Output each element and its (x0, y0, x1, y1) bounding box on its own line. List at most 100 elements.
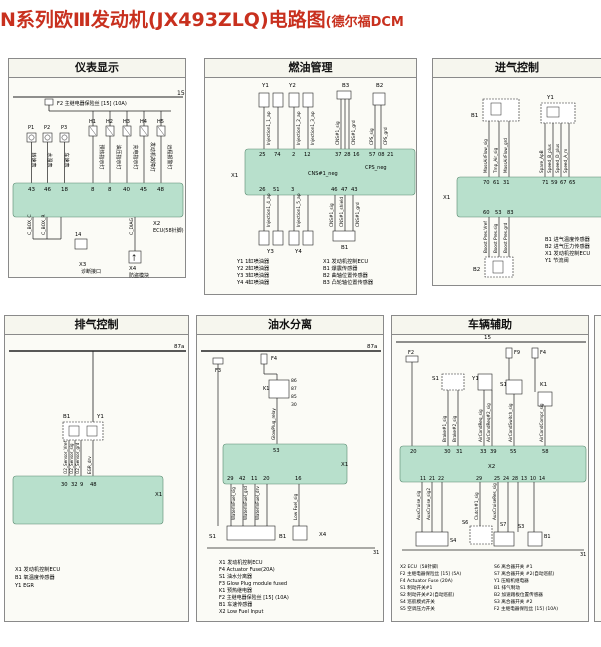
svg-text:充电指示灯: 充电指示灯 (132, 144, 139, 169)
svg-text:WaterInFuel_drv: WaterInFuel_drv (255, 486, 260, 520)
svg-text:74: 74 (274, 152, 281, 158)
svg-text:87: 87 (291, 386, 297, 392)
svg-text:Speed_A_m: Speed_A_m (563, 149, 568, 173)
ecu-band (12, 475, 164, 525)
svg-text:67: 67 (560, 180, 567, 186)
svg-text:C_BOX_R: C_BOX_R (41, 214, 47, 235)
svg-text:B1 车速传感器: B1 车速传感器 (219, 601, 252, 608)
injector-wire-labels: Injection1_1_ap Injection1_2_ap Injectio… (266, 111, 389, 145)
svg-text:CNS#1_grd: CNS#1_grd (355, 202, 361, 227)
label-b1: B1 (279, 534, 286, 540)
svg-text:Boost Pres.grd: Boost Pres.grd (503, 222, 508, 253)
oilwater-legend: X1 发动机控制ECU F4 Actuator Fuse(20A) S1 油水分… (219, 559, 289, 615)
vehicle-legend-right: S6 离合器开关 #1 S7 离合器开关 #2(自动巡航) Y1 压缩机继电器 … (493, 563, 558, 612)
svg-text:O2_Sensor_Vref: O2_Sensor_Vref (63, 440, 68, 474)
svg-text:Injection1_2_ap: Injection1_2_ap (296, 111, 302, 145)
svg-text:B2 进气压力传感器: B2 进气压力传感器 (545, 242, 591, 250)
gauge-p2: P2 (42, 125, 53, 143)
svg-text:3: 3 (291, 187, 294, 193)
svg-text:转速表: 转速表 (30, 152, 37, 167)
svg-text:F2 主继电器保险丝 [15] (10A): F2 主继电器保险丝 [15] (10A) (494, 605, 558, 612)
svg-text:43: 43 (351, 187, 358, 193)
svg-text:CPS_sig: CPS_sig (369, 128, 375, 145)
relay-k1-icon (268, 379, 290, 399)
svg-text:46: 46 (331, 187, 338, 193)
intake-bot-pins: 60 53 83 (483, 210, 514, 216)
svg-text:ᛏ: ᛏ (132, 254, 136, 262)
fuel-bot-wire-labels: Injection1_4_ap Injection1_5_ap CNS#1_si… (266, 193, 361, 227)
exhaust-diagram: 87a B1 Y1 O2_Sensor_Vref O2_Sensor_sig O… (9, 344, 186, 589)
svg-text:X1 发动机控制ECU: X1 发动机控制ECU (545, 249, 590, 257)
svg-text:P2: P2 (44, 125, 50, 131)
fuel-legend-left: Y1 1缸喷油器 Y2 2缸喷油器 Y3 3缸喷油器 Y4 4缸喷油器 (236, 257, 270, 286)
svg-text:Y3 3缸喷油器: Y3 3缸喷油器 (236, 271, 270, 279)
svg-text:S1: S1 (500, 382, 507, 388)
vehicle-bot-pins: 11 21 22 29 25 24 28 13 10 14 (420, 476, 545, 482)
label-y1: Y1 (96, 414, 104, 420)
svg-text:61: 61 (493, 180, 500, 186)
svg-text:水温表: 水温表 (46, 152, 53, 167)
ecu-x1: X1 (155, 492, 162, 498)
lamp-h1: H1 (88, 111, 98, 137)
ecu-band (222, 443, 348, 485)
label-b2: B2 (473, 267, 480, 273)
intake-diagram: B1 Y1 MassAirFlow_sig Tmp_Air_sig MassAi… (443, 95, 601, 278)
svg-text:P1: P1 (28, 125, 34, 131)
svg-text:32: 32 (71, 482, 78, 488)
svg-text:F3 Glow Plug module fused: F3 Glow Plug module fused (219, 581, 287, 587)
svg-text:14: 14 (539, 476, 545, 482)
panel-title: 仪表显示 (9, 59, 185, 78)
x4-desc: 防盗模块 (129, 272, 149, 279)
lower-injector-icons (258, 230, 356, 246)
svg-text:30: 30 (61, 482, 68, 488)
svg-text:Y1 EGR: Y1 EGR (14, 583, 34, 589)
svg-text:MassAirFlow_sig: MassAirFlow_sig (483, 139, 488, 173)
svg-text:K1 预热继电器: K1 预热继电器 (219, 587, 252, 594)
svg-text:P3: P3 (61, 125, 67, 131)
svg-text:31: 31 (503, 180, 510, 186)
svg-text:CPS_grd: CPS_grd (383, 127, 389, 145)
svg-text:H2: H2 (106, 119, 113, 125)
svg-text:油压指示灯: 油压指示灯 (115, 144, 122, 169)
svg-text:Brake#2_sig: Brake#2_sig (452, 415, 457, 442)
svg-text:37: 37 (335, 152, 342, 158)
svg-text:57: 57 (369, 152, 376, 158)
svg-text:51: 51 (273, 187, 280, 193)
svg-text:B2 曲轴位置传感器: B2 曲轴位置传感器 (323, 271, 369, 279)
svg-text:F4 Actuator Fuse(20A): F4 Actuator Fuse(20A) (219, 567, 275, 573)
svg-text:48: 48 (90, 482, 97, 488)
svg-text:45: 45 (140, 187, 147, 193)
svg-text:WaterInFuel_grd: WaterInFuel_grd (243, 486, 248, 520)
fuse-f4-icon (260, 353, 268, 365)
exhaust-pins: 30 32 9 48 (61, 482, 97, 488)
svg-text:2: 2 (292, 152, 295, 158)
svg-text:9: 9 (80, 482, 83, 488)
panel-title: 车辆辅助 (392, 316, 588, 335)
ecu-x2: X2 (153, 221, 160, 227)
svg-text:S5 空调压力开关: S5 空调压力开关 (400, 605, 435, 612)
panel-title: 油水分离 (197, 316, 383, 335)
svg-text:H5: H5 (157, 119, 164, 125)
svg-text:42: 42 (239, 476, 246, 482)
svg-text:B3 凸轮轴位置传感器: B3 凸轮轴位置传感器 (323, 278, 374, 286)
svg-text:Low Fuel_sig: Low Fuel_sig (293, 493, 298, 520)
intake-top-wires: MassAirFlow_sig Tmp_Air_sig MassAirFlow_… (483, 138, 568, 174)
svg-text:48: 48 (157, 187, 164, 193)
label-x4: X4 (319, 532, 327, 538)
ecu-x1: X1 (231, 173, 238, 179)
svg-text:25: 25 (259, 152, 266, 158)
title-subtitle: (德尔福DCM (325, 15, 404, 30)
gauge-p1: P1 (26, 125, 37, 143)
fuse-f2-icon (405, 355, 419, 363)
ground-31: 31 (373, 550, 379, 556)
svg-text:12: 12 (304, 152, 311, 158)
intake-legend: B1 进气温度传感器 B2 进气压力传感器 X1 发动机控制ECU Y1 节流阀 (544, 235, 591, 264)
fuse-f3-icon (212, 357, 224, 365)
panel-instrument: 仪表显示 15 F2 主继电器保险丝 [15] (10A) P1 P2 P3 H… (8, 58, 186, 279)
svg-text:S6 离合器开关 #1: S6 离合器开关 #1 (494, 563, 533, 570)
svg-text:70: 70 (483, 180, 490, 186)
svg-text:X2 Low Fuel Input: X2 Low Fuel Input (219, 609, 263, 615)
svg-text:S2 制动开关#2(自动巡航): S2 制动开关#2(自动巡航) (400, 591, 455, 598)
lamp-h2: H2 (105, 111, 115, 137)
svg-text:AuxCruiseRes_sig: AuxCruiseRes_sig (492, 483, 497, 520)
